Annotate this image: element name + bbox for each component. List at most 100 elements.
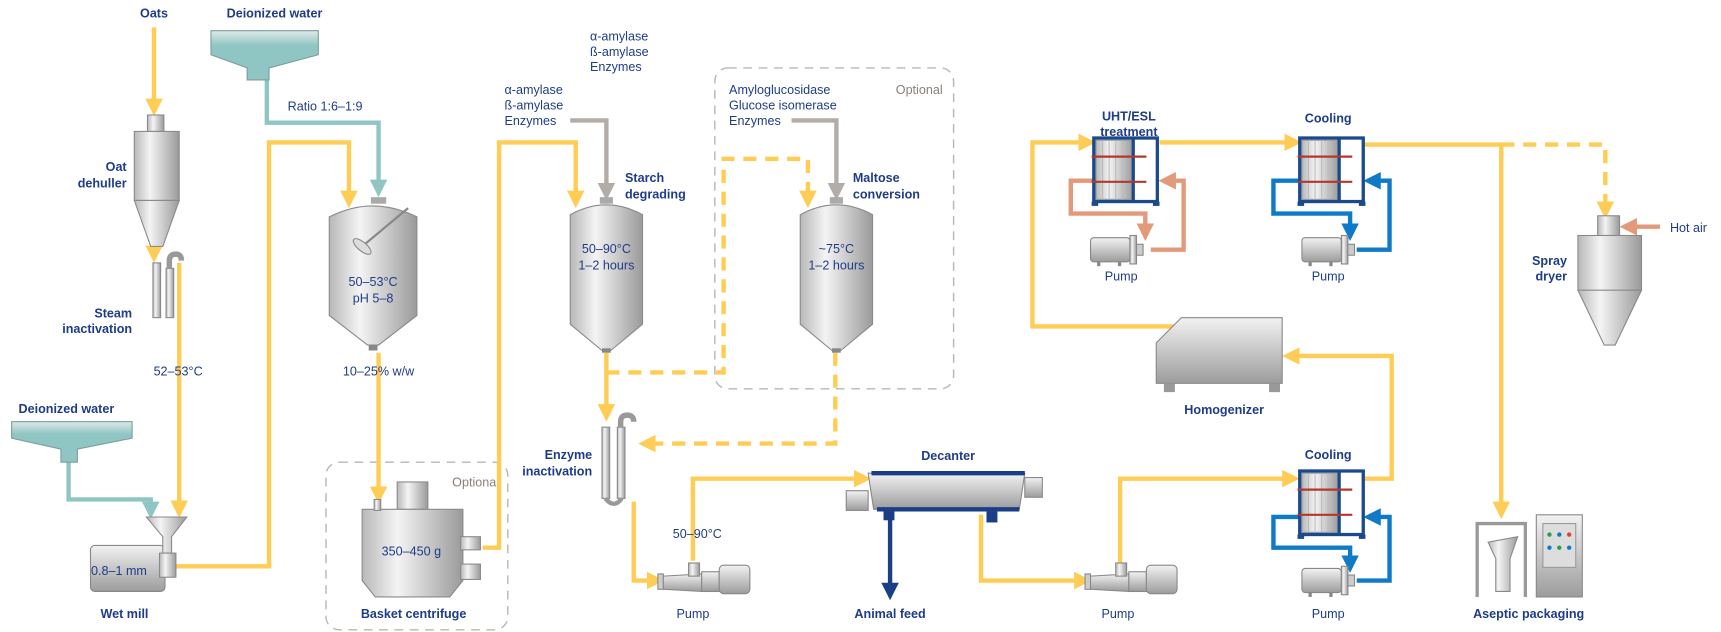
- homogenizer-to-uht-line: [1030, 133, 1179, 329]
- maltose-conversion-label: Maltose: [853, 171, 900, 185]
- ratio-label: Ratio 1:6–1:9: [288, 100, 363, 114]
- cooling-pump-lower: [1301, 565, 1356, 598]
- water-to-mill-line: [66, 462, 160, 520]
- cooling-to-spray-dryer-line: [1501, 142, 1615, 220]
- screw-pump-2: [1084, 562, 1178, 595]
- enzyme-label-top: ß-amylase: [590, 45, 649, 59]
- starch-degrading-label: degrading: [625, 187, 686, 201]
- starch-to-maltose-optional-line: [606, 156, 817, 375]
- uht-heat-exchanger: [1089, 136, 1162, 208]
- mixing-tank-ph: pH 5–8: [353, 291, 394, 305]
- spray-dryer-label: dryer: [1536, 269, 1568, 283]
- basket-centrifuge-label: Basket centrifuge: [361, 607, 467, 621]
- enzyme-label-starch: Enzymes: [505, 114, 557, 128]
- maltose-tank-time: 1–2 hours: [808, 258, 864, 272]
- water-to-mixing-line: [264, 79, 388, 198]
- enzyme-label-maltose: Amyloglucosidase: [729, 83, 830, 97]
- oat-dehuller: [133, 114, 180, 247]
- cooling-loop-out: [1271, 178, 1359, 241]
- animal-feed-label: Animal feed: [854, 607, 925, 621]
- cooling-pump: [1301, 234, 1356, 267]
- uht-loop-out: [1068, 178, 1155, 241]
- spray-dryer-label: Spray: [1532, 254, 1567, 268]
- enzyme-label-top: α-amylase: [590, 30, 648, 44]
- steam-inactivation-label: inactivation: [62, 322, 132, 336]
- starch-degrading-tank: [569, 197, 644, 353]
- wet-mill-size: 0.8–1 mm: [91, 564, 147, 578]
- wet-mill: [89, 516, 188, 593]
- water-hopper-top: [210, 30, 319, 81]
- starch-tank-temp: 50–90°C: [582, 242, 631, 256]
- homogenizer-label: Homogenizer: [1184, 403, 1264, 417]
- aseptic-packaging-machine: [1475, 514, 1583, 598]
- steam-inactivation-label: Steam: [94, 307, 132, 321]
- mill-to-mixing-line: [175, 140, 358, 569]
- aseptic-packaging-label: Aseptic packaging: [1473, 607, 1584, 621]
- enzyme-inactivation-label: Enzyme: [545, 448, 593, 462]
- enzyme-label-starch: ß-amylase: [505, 99, 564, 113]
- basket-centrifuge: [361, 481, 481, 598]
- screw-pump-1: [657, 562, 751, 595]
- cooling-to-packaging-line: [1364, 142, 1511, 520]
- enzyme-maltose-line: [791, 118, 846, 201]
- deionized-water-label: Deionized water: [227, 7, 323, 21]
- flow-lines: [66, 27, 1661, 601]
- cooling-label: Cooling: [1305, 448, 1352, 462]
- steam-temp-label: 52–53°C: [154, 365, 203, 379]
- steam-inactivation-unit: [152, 251, 185, 319]
- pump-label: Pump: [1312, 607, 1345, 621]
- oats-label: Oats: [140, 7, 168, 21]
- cooling-label: Cooling: [1305, 112, 1352, 126]
- inactivation-to-pump-line: [631, 501, 665, 590]
- pump-to-decanter-line: [690, 469, 872, 561]
- pump-label: Pump: [1101, 607, 1134, 621]
- enzyme-label-starch: α-amylase: [505, 83, 563, 97]
- deionized-water-label-lower: Deionized water: [19, 402, 115, 416]
- cooling-loop-out-lower: [1271, 514, 1359, 573]
- centrifuge-value: 350–450 g: [382, 544, 441, 558]
- cooling-to-homogenizer-line: [1282, 347, 1394, 481]
- cooling-heat-exchanger-lower: [1295, 469, 1368, 541]
- optional-box-centrifuge: [325, 461, 509, 631]
- enzyme-label-maltose: Enzymes: [729, 114, 781, 128]
- cooling-heat-exchanger: [1295, 136, 1368, 208]
- mixing-solids-label: 10–25% w/w: [343, 365, 415, 379]
- cooling-loop-return-lower: [1356, 508, 1392, 583]
- homogenizer: [1155, 317, 1283, 393]
- hot-air-label: Hot air: [1670, 221, 1707, 235]
- uht-label: UHT/ESL: [1102, 109, 1156, 123]
- enzyme-starch-line: [570, 118, 616, 201]
- enzyme-label-top: Enzymes: [590, 60, 642, 74]
- pump-label: Pump: [676, 607, 709, 621]
- pump-to-cooling-line: [1117, 469, 1300, 566]
- starch-tank-time: 1–2 hours: [578, 258, 634, 272]
- optional-label: Optional: [896, 83, 943, 97]
- maltose-tank-temp: ~75°C: [819, 242, 854, 256]
- pump-label: Pump: [1105, 269, 1138, 283]
- decanter-to-pump-line: [978, 514, 1092, 590]
- uht-label: treatment: [1100, 125, 1158, 139]
- spray-dryer: [1577, 215, 1643, 346]
- wet-mill-label: Wet mill: [100, 607, 148, 621]
- centrifuge-to-starch-line: [482, 140, 585, 550]
- maltose-to-inactivation-line: [638, 352, 838, 453]
- pump-label: Pump: [1312, 269, 1345, 283]
- decanter: [845, 470, 1043, 523]
- uht-pump: [1089, 234, 1144, 267]
- cooling-loop-return: [1356, 171, 1392, 252]
- enzyme-label-maltose: Glucose isomerase: [729, 99, 837, 113]
- mixing-tank: [328, 197, 418, 351]
- maltose-conversion-label: conversion: [853, 187, 920, 201]
- uht-loop-return: [1150, 171, 1186, 252]
- pump-temp-label: 50–90°C: [673, 527, 722, 541]
- water-hopper-lower: [11, 421, 133, 463]
- mixing-tank-temp: 50–53°C: [349, 275, 398, 289]
- starch-degrading-label: Starch: [625, 171, 664, 185]
- maltose-conversion-tank: [799, 197, 874, 353]
- enzyme-inactivation-label: inactivation: [522, 464, 592, 478]
- oat-dehuller-label: Oat: [106, 160, 128, 174]
- optional-label: Optional: [452, 475, 499, 489]
- oat-dehuller-label: dehuller: [78, 176, 127, 190]
- optional-box-maltose: [714, 67, 955, 390]
